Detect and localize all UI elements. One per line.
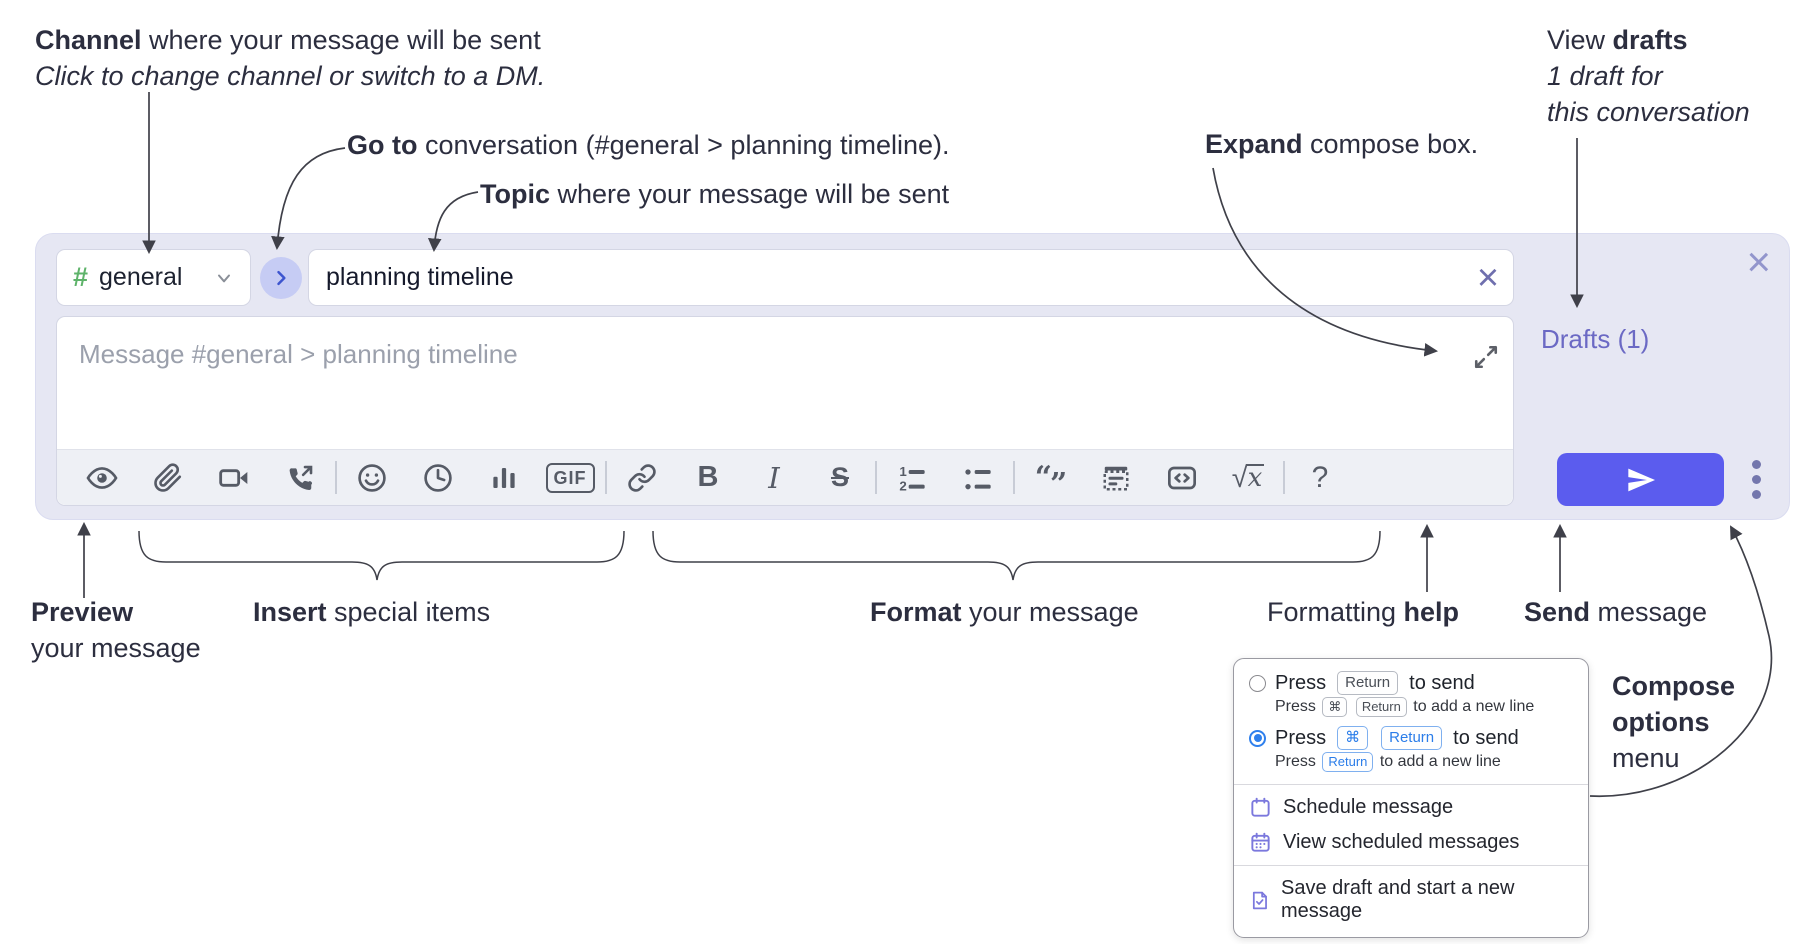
link-icon[interactable] [609, 452, 675, 504]
italic-icon[interactable]: I [741, 452, 807, 504]
hash-icon: # [73, 262, 89, 292]
menu-divider [1234, 865, 1588, 866]
option-enter-to-send[interactable]: Press Return to send [1234, 669, 1588, 696]
spoiler-icon[interactable] [1083, 452, 1149, 504]
channel-selector[interactable]: # general [56, 249, 251, 306]
close-compose-icon[interactable]: × [1746, 238, 1771, 285]
attach-paperclip-icon[interactable] [135, 452, 201, 504]
bulleted-list-icon[interactable] [945, 452, 1011, 504]
strikethrough-icon[interactable]: S [807, 452, 873, 504]
formatting-help-icon[interactable]: ? [1287, 452, 1353, 504]
annotation-goto: Go to conversation (#general > planning … [347, 130, 950, 160]
chevron-down-icon [218, 274, 230, 282]
ellipsis-dot [1751, 475, 1761, 484]
video-call-icon[interactable] [201, 452, 267, 504]
global-time-icon[interactable] [405, 452, 471, 504]
menu-item-save-draft[interactable]: Save draft and start a new message [1234, 871, 1588, 929]
toolbar-divider [335, 461, 337, 494]
compose-options-popup: Press Return to send Press ⌘ Return to a… [1233, 658, 1589, 938]
annotation-insert: Insert special items [253, 597, 491, 627]
annotation-send: Send message [1524, 597, 1708, 627]
annotation-compose-options: Compose options menu [1612, 671, 1736, 773]
toolbar-divider [605, 461, 607, 494]
voice-call-icon[interactable] [267, 452, 333, 504]
annotation-preview: Preview your message [31, 597, 201, 663]
annotation-expand: Expand compose box. [1205, 129, 1479, 159]
compose-options-menu-button[interactable] [1736, 453, 1776, 506]
clear-topic-button[interactable]: × [1468, 258, 1508, 298]
send-icon [1627, 468, 1655, 491]
gif-icon[interactable]: GIF [537, 452, 603, 504]
radio-selected-icon[interactable] [1249, 729, 1266, 747]
message-input[interactable] [57, 317, 1513, 449]
svg-text:1: 1 [899, 464, 907, 479]
draft-check-icon [1252, 891, 1267, 909]
option-cmd-enter-to-send-hint: Press Return to add a new line [1275, 752, 1501, 772]
preview-eye-icon[interactable] [69, 452, 135, 504]
channel-name: general [99, 263, 183, 291]
ellipsis-dot [1751, 490, 1761, 499]
emoji-icon[interactable] [339, 452, 405, 504]
compose-box: # general × × [35, 233, 1790, 520]
option-enter-to-send-hint: Press ⌘ Return to add a new line [1275, 697, 1535, 717]
radio-unselected-icon[interactable] [1249, 674, 1266, 692]
send-button[interactable] [1557, 453, 1724, 506]
menu-item-schedule-message[interactable]: Schedule message [1234, 790, 1588, 825]
annotation-view-drafts: View drafts 1 draft for this conversatio… [1547, 25, 1750, 127]
annotation-channel: Channel where your message will be sent … [35, 25, 546, 91]
bold-icon[interactable]: B [675, 452, 741, 504]
message-area: GIF B I S 12 “” [56, 316, 1514, 506]
quote-icon[interactable]: “” [1017, 452, 1083, 504]
annotation-topic: Topic where your message will be sent [480, 179, 950, 209]
poll-icon[interactable] [471, 452, 537, 504]
svg-text:2: 2 [899, 478, 906, 493]
drafts-link[interactable]: Drafts (1) [1541, 324, 1650, 354]
expand-compose-icon[interactable] [1471, 343, 1501, 373]
topic-input[interactable] [308, 249, 1514, 306]
toolbar-divider [1283, 461, 1285, 494]
math-icon[interactable]: √x [1215, 452, 1281, 504]
go-to-conversation-button[interactable] [260, 257, 302, 299]
menu-divider [1234, 784, 1588, 785]
toolbar-divider [875, 461, 877, 494]
toolbar-divider [1013, 461, 1015, 494]
ellipsis-dot [1751, 460, 1761, 469]
calendar-grid-icon [1251, 832, 1270, 852]
option-cmd-enter-to-send[interactable]: Press ⌘ Return to send [1234, 724, 1588, 751]
menu-item-view-scheduled[interactable]: View scheduled messages [1234, 825, 1588, 860]
chevron-right-icon [277, 270, 286, 286]
annotation-format: Format your message [870, 597, 1139, 627]
annotation-formatting-help: Formatting help [1267, 597, 1460, 627]
calendar-icon [1251, 797, 1270, 817]
code-icon[interactable] [1149, 452, 1215, 504]
